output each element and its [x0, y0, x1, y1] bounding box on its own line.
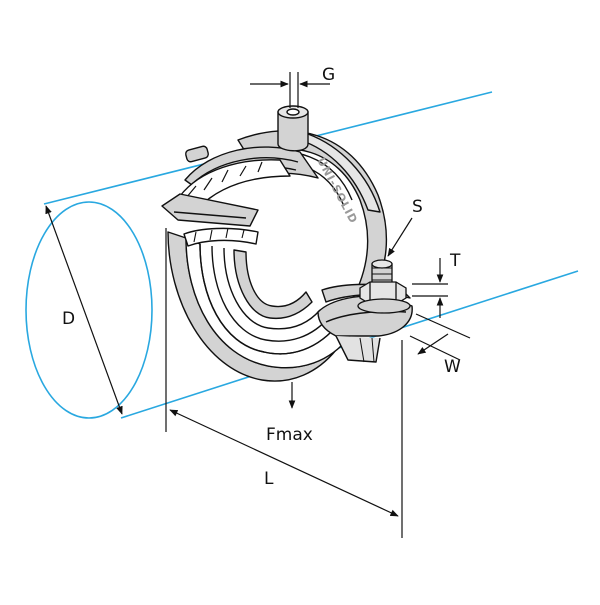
label-s: S: [412, 197, 423, 217]
bolt: [357, 259, 411, 314]
label-w: W: [444, 357, 461, 377]
label-d: D: [62, 309, 75, 329]
clamp-body: [161, 130, 413, 382]
label-l: L: [264, 469, 274, 489]
label-g: G: [322, 65, 335, 85]
dim-l: [165, 228, 403, 538]
dim-d: [45, 205, 123, 415]
label-fmax: Fmax: [266, 425, 313, 445]
lower-liner-ribs: [183, 227, 259, 247]
leader-s: [387, 217, 413, 257]
upper-hinge: [161, 193, 259, 227]
top-boss: [277, 72, 309, 152]
upper-liner-ribs: [179, 159, 291, 209]
label-t: T: [449, 251, 461, 271]
front-liner-inner-band: [233, 249, 313, 320]
hex-nut: [359, 281, 407, 305]
dim-w: [409, 313, 471, 361]
pipe-end-ellipse: [25, 201, 153, 419]
dim-t: [412, 258, 448, 318]
